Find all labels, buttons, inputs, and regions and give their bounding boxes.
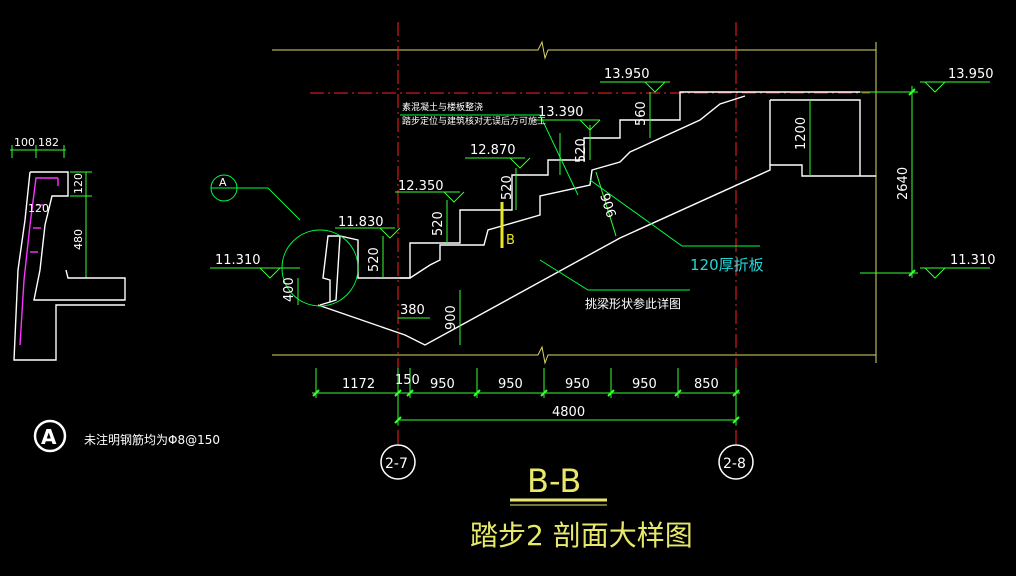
elev-triangle bbox=[379, 227, 401, 239]
elev-13950-right: 13.950 bbox=[948, 67, 994, 82]
rise-label: 520 bbox=[500, 175, 515, 200]
dim-400: 400 bbox=[282, 277, 297, 302]
break-lines bbox=[272, 40, 877, 365]
stair-structure bbox=[317, 91, 876, 346]
dim-1200: 1200 bbox=[794, 117, 809, 150]
note-beam-shape: 挑梁形状参此详图 bbox=[585, 296, 681, 311]
elev-triangle bbox=[924, 81, 946, 93]
elev-11310-left: 11.310 bbox=[215, 253, 261, 268]
axis-bubble-2-7 bbox=[380, 444, 416, 480]
leader-lines bbox=[236, 114, 760, 291]
detail-dim-480: 480 bbox=[72, 229, 85, 250]
elev-triangle bbox=[579, 119, 601, 131]
leader-detail-a bbox=[236, 187, 301, 221]
grid-axes bbox=[310, 22, 870, 445]
dim-1172: 1172 bbox=[342, 377, 375, 392]
elev-11830: 11.830 bbox=[338, 215, 384, 230]
elev-13950-top: 13.950 bbox=[604, 67, 650, 82]
stair-soffit bbox=[317, 164, 876, 346]
tick bbox=[674, 389, 682, 397]
elev-triangle bbox=[644, 81, 666, 93]
elev-triangle bbox=[924, 267, 946, 279]
step-rise-labels: 520 520 520 520 560 bbox=[367, 101, 649, 272]
detail-ref-label: A bbox=[219, 176, 227, 189]
dim-4800: 4800 bbox=[552, 405, 585, 420]
detail-beam-outline bbox=[30, 171, 126, 301]
tick bbox=[312, 389, 320, 397]
tick bbox=[473, 389, 481, 397]
elev-12350: 12.350 bbox=[398, 179, 444, 194]
section-mark-label: B bbox=[506, 233, 515, 248]
dim-850: 850 bbox=[694, 377, 719, 392]
detail-a-bubble-label: A bbox=[41, 425, 57, 449]
detail-dim-182: 182 bbox=[38, 136, 59, 149]
dim-150: 150 bbox=[395, 373, 420, 388]
dim-950b: 950 bbox=[498, 377, 523, 392]
detail-dim-120-right: 120 bbox=[72, 173, 85, 194]
tick bbox=[908, 88, 916, 96]
notes: 素混凝土与楼板整浇 踏步定位与建筑核对无误后方可施工 120厚折板 挑梁形状参此… bbox=[402, 101, 764, 311]
detail-circle-beam bbox=[281, 229, 359, 307]
tick bbox=[394, 389, 402, 397]
stair-tread-underside bbox=[409, 95, 746, 279]
dim-950c: 950 bbox=[565, 377, 590, 392]
dim-diagonal bbox=[595, 171, 617, 237]
tick bbox=[540, 389, 548, 397]
tick bbox=[406, 389, 414, 397]
title-sub: 踏步2 剖面大样图 bbox=[470, 519, 693, 552]
detail-rebar-main bbox=[19, 177, 58, 346]
axis-bubble-2-8 bbox=[718, 444, 754, 480]
dim-ticks bbox=[312, 88, 916, 424]
tick bbox=[394, 416, 402, 424]
elevation-labels: 13.950 13.950 13.390 12.870 12.350 11.83… bbox=[215, 67, 996, 268]
stair-step-profile bbox=[319, 91, 860, 306]
note-line-1: 素混凝土与楼板整浇 bbox=[402, 101, 483, 113]
detail-dim-100: 100 bbox=[14, 136, 35, 149]
dim-906: 906 bbox=[596, 192, 618, 220]
dim-950a: 950 bbox=[430, 377, 455, 392]
dimension-lines bbox=[210, 81, 990, 425]
dim-380: 380 bbox=[400, 303, 425, 318]
bottom-break-line bbox=[272, 345, 876, 365]
landing-block bbox=[770, 99, 861, 176]
stirrup-note: 未注明钢筋均为Φ8@150 bbox=[84, 432, 220, 447]
elev-13390: 13.390 bbox=[538, 105, 584, 120]
elev-12870: 12.870 bbox=[470, 143, 516, 158]
detail-beam-outline-lower bbox=[13, 171, 125, 361]
title-main: B-B bbox=[527, 462, 581, 500]
axis-label-2-8: 2-8 bbox=[723, 456, 746, 472]
leader-fold-plate bbox=[589, 179, 760, 247]
detail-a-bubble bbox=[33, 419, 67, 453]
elev-11310-right: 11.310 bbox=[950, 253, 996, 268]
leader-beam-shape bbox=[539, 259, 690, 291]
tick bbox=[732, 389, 740, 397]
tick bbox=[732, 416, 740, 424]
rise-label: 560 bbox=[634, 101, 649, 126]
rise-label: 520 bbox=[574, 138, 589, 163]
dim-900: 900 bbox=[444, 305, 459, 330]
elev-triangle bbox=[259, 267, 281, 279]
detail-a-drawing: 100 182 120 120 480 bbox=[10, 136, 126, 361]
cantilever-beam-edge bbox=[329, 235, 341, 303]
note-fold-plate: 120厚折板 bbox=[690, 256, 764, 274]
dim-950d: 950 bbox=[632, 377, 657, 392]
note-line-2: 踏步定位与建筑核对无误后方可施工 bbox=[402, 115, 546, 127]
tick bbox=[607, 389, 615, 397]
elevation-markers bbox=[259, 81, 946, 279]
rise-label: 520 bbox=[367, 247, 382, 272]
top-break-line bbox=[272, 40, 876, 60]
axis-bubbles: 2-7 2-8 bbox=[380, 444, 754, 480]
dim-2640: 2640 bbox=[896, 167, 911, 200]
rise-label: 520 bbox=[431, 211, 446, 236]
axis-label-2-7: 2-7 bbox=[385, 456, 408, 472]
elev-triangle bbox=[443, 191, 465, 203]
elev-triangle bbox=[509, 157, 531, 169]
dimension-labels: 400 380 900 906 1200 2640 1172 150 950 9… bbox=[282, 117, 911, 420]
leader-note bbox=[539, 114, 579, 196]
tick bbox=[908, 269, 916, 277]
detail-dim-120-inner: 120 bbox=[28, 202, 49, 215]
